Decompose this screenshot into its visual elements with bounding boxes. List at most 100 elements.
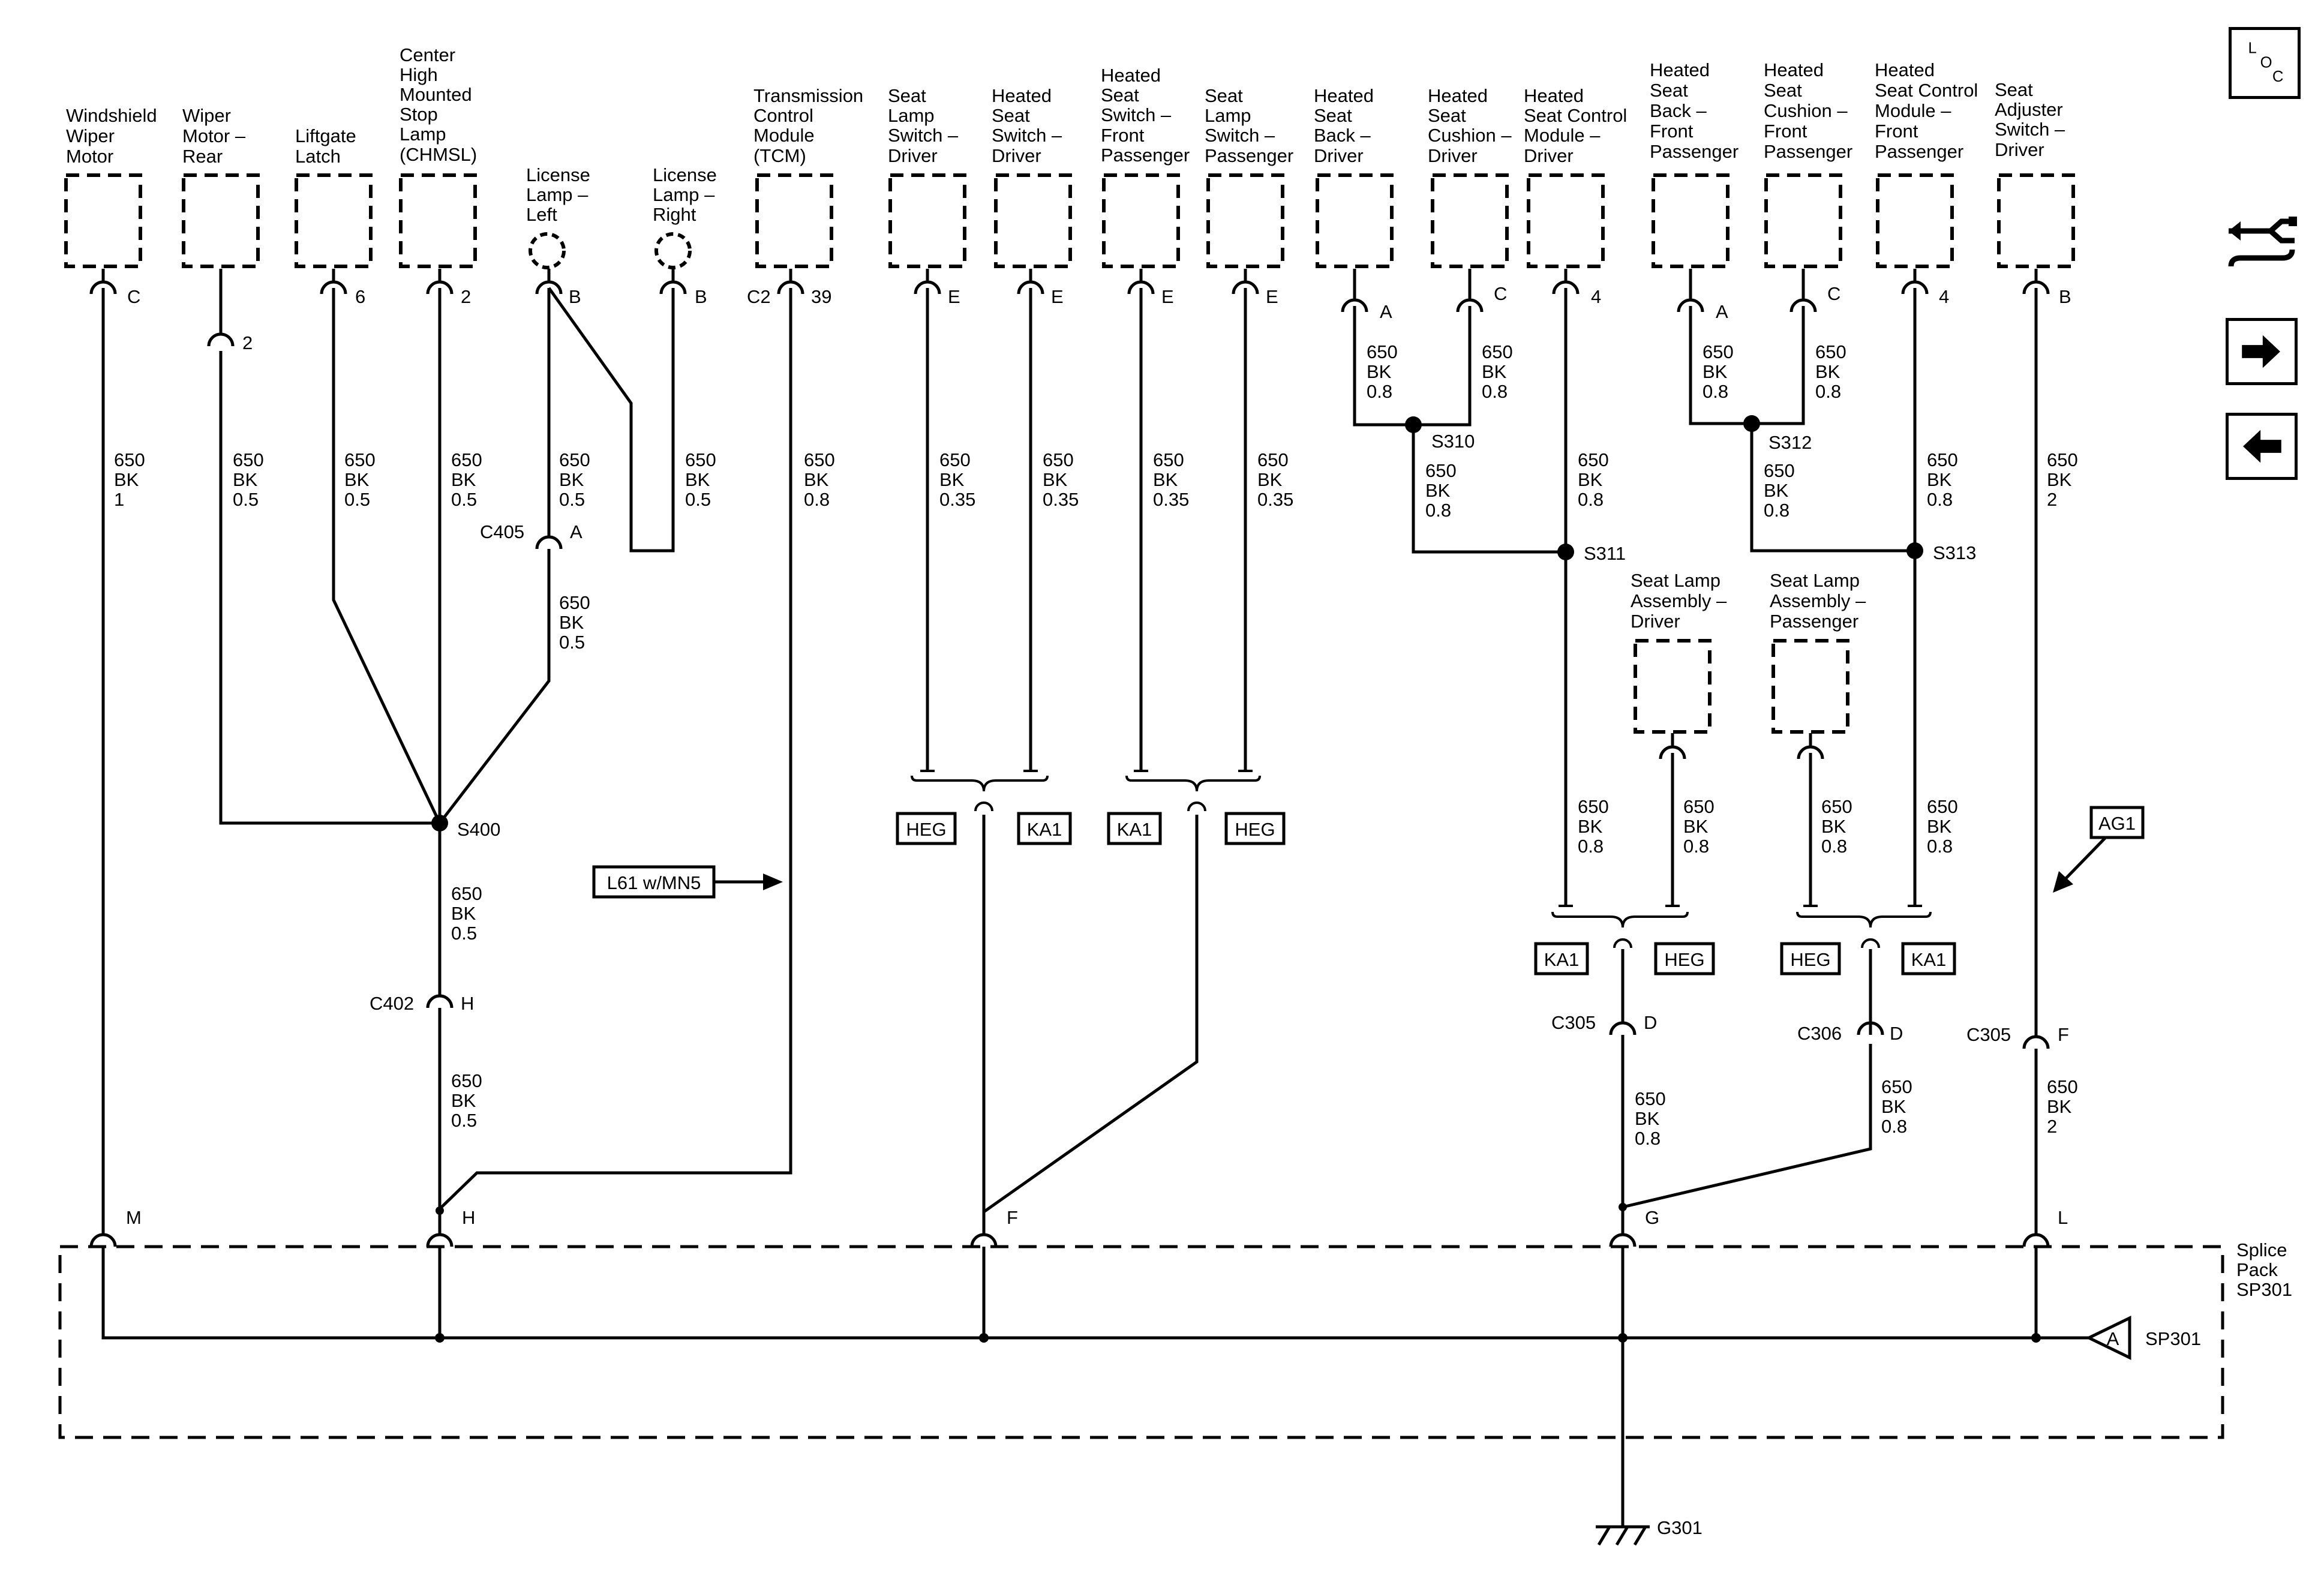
pin-c305d (1609, 1021, 1637, 1053)
next-page-button[interactable] (2226, 318, 2298, 385)
pin-label-back-driver: A (1380, 301, 1392, 322)
callouts: L61 w/MN5 AG1 (592, 806, 2145, 899)
harness-icon[interactable] (2223, 207, 2307, 273)
pin-c306 (1857, 1014, 1884, 1035)
bracket-right-pair-stub (1187, 801, 1206, 812)
pin-c305f (2022, 1035, 2050, 1067)
splice-label-s311: S311 (1584, 543, 1626, 564)
pin-cushion-driver (1456, 269, 1484, 313)
wire-wiper-rear-lower (219, 351, 440, 825)
pin-seat-lamp-sw-driver (914, 269, 941, 295)
wire-liftgate (332, 288, 442, 824)
ground-label: G301 (1657, 1517, 1703, 1538)
connector-name-c306: C306 (1797, 1023, 1842, 1044)
loc-letter-o: O (2260, 54, 2272, 71)
pin-label-module-driver: 4 (1591, 286, 1601, 307)
option-brackets: HEG KA1 KA1 HEG KA1 HEG HEG KA1 (896, 770, 1956, 975)
pin-seat-lamp-sw-passenger (1232, 269, 1259, 295)
bracket-passenger-pair-stub (1861, 938, 1880, 948)
pin-label-wiper-rear: 2 (242, 332, 253, 353)
pin-label-tcm: 39 (811, 286, 831, 307)
pin-heated-sw-driver (1017, 269, 1044, 295)
wire-splice-pack-bus (101, 1247, 2089, 1340)
wire-dot-c305g (1619, 1203, 1627, 1211)
sp-pin-m: M (126, 1207, 142, 1228)
pin-sp-h (426, 1233, 454, 1247)
pin-label-back-passenger: A (1716, 301, 1728, 322)
wire-dot-tcmh (436, 1206, 444, 1215)
pin-seat-adjuster (2022, 269, 2050, 295)
box-heated-seat-control-module-front-passenger (1876, 173, 1954, 268)
option-tag-heg-2: HEG (1224, 812, 1286, 845)
connector-pin-c405: A (570, 521, 582, 542)
wire-cushion-driver (1413, 306, 1472, 427)
pin-labels: C 2 6 2 B B C2 39 E E E E A C 4 A C 4 B … (126, 283, 2071, 1228)
wire-ka1-heg-merge (983, 815, 1199, 1214)
pin-c402 (426, 994, 454, 1026)
box-tcm (755, 173, 833, 268)
connector-pin-c305d: D (1644, 1012, 1657, 1033)
box-seat-lamp-switch-driver (888, 173, 966, 268)
bracket-left-pair-stub (974, 801, 993, 812)
wire-s312-s313 (1750, 424, 1915, 553)
pin-seat-lamp-asm-passenger (1797, 733, 1824, 760)
splice-dot-s312 (1743, 415, 1760, 432)
wire-c405-s400 (439, 567, 551, 824)
splice-dot-s311 (1557, 544, 1574, 560)
splice-pack-input-pin: A (2107, 1328, 2119, 1349)
connector-pin-c402: H (461, 993, 474, 1014)
prev-page-button[interactable] (2226, 413, 2298, 480)
bracket-left-pair (911, 775, 1049, 792)
pin-license-left (535, 269, 563, 295)
loc-button[interactable]: L O C (2229, 27, 2301, 99)
connector-label-tcm: C2 (747, 286, 771, 307)
splice-label-s310: S310 (1431, 431, 1475, 452)
bus-dot-m (435, 1333, 445, 1343)
wire-c306-g-lower (1622, 1044, 1872, 1209)
pin-label-seat-lamp-sw-driver: E (948, 286, 960, 307)
bus-dot-l (2031, 1333, 2041, 1343)
pin-label-liftgate: 6 (355, 286, 365, 307)
box-heated-seat-cushion-front-passenger (1764, 173, 1842, 268)
box-windshield-wiper-motor (64, 173, 142, 268)
sp-pin-f: F (1007, 1207, 1018, 1228)
svg-text:L61 w/MN5: L61 w/MN5 (607, 872, 701, 893)
wire-s310-s311 (1412, 425, 1566, 554)
svg-text:KA1: KA1 (1027, 819, 1062, 840)
callout-l61-mn5: L61 w/MN5 (592, 865, 783, 899)
connector-name-c405: C405 (480, 521, 524, 542)
pin-label-windshield: C (127, 286, 140, 307)
splice-pack-name: SP301 (2145, 1328, 2201, 1349)
arrow-left-icon (2243, 430, 2281, 463)
pin-module-passenger (1901, 269, 1929, 295)
box-seat-lamp-switch-passenger (1206, 173, 1284, 268)
bulb-license-lamp-right (654, 232, 692, 269)
option-tag-heg-4: HEG (1780, 942, 1841, 975)
box-seat-adjuster-switch-driver (1997, 173, 2075, 268)
svg-text:HEG: HEG (1235, 819, 1275, 840)
connector-pin-c306: D (1890, 1023, 1903, 1044)
loc-letter-c: C (2272, 68, 2284, 85)
splices: S400 S310 S311 S312 S313 (431, 415, 2041, 1343)
svg-text:HEG: HEG (1664, 949, 1704, 970)
pin-label-license-right: B (695, 286, 707, 307)
